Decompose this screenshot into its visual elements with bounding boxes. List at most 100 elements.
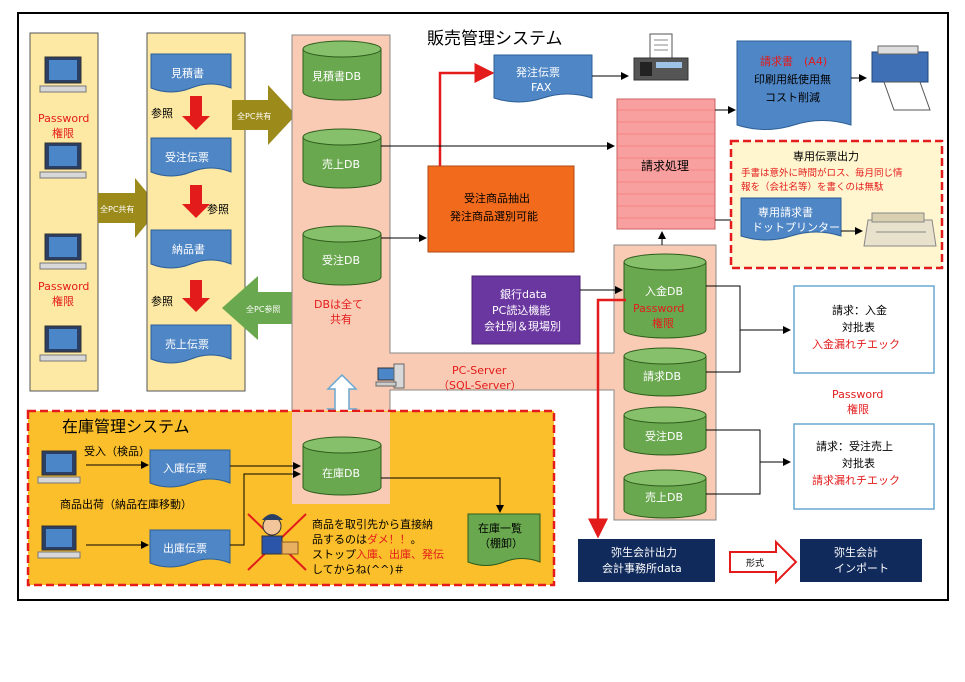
server-icon <box>375 363 405 389</box>
yayoi-in-line-1: 弥生会計 <box>834 545 878 559</box>
doc-juchu: 受注伝票 <box>150 137 232 177</box>
db-nyukin: 入金DB Password 権限 <box>623 253 707 339</box>
printer-icon <box>871 45 931 111</box>
dedicated-note-1: 手書は意外に時間がロス、毎月同じ情 <box>741 167 903 179</box>
doc-shukko: 出庫伝票 <box>149 529 231 568</box>
doc-nohin: 納品書 <box>150 229 232 269</box>
client-kengen-1: 権限 <box>52 126 74 140</box>
connector-line <box>706 330 741 373</box>
svg-text:売上DB: 売上DB <box>322 158 360 171</box>
right-kengen: 権限 <box>847 402 869 416</box>
svg-text:売上伝票: 売上伝票 <box>165 338 209 351</box>
note-line-2: 品するのはダメ！！。 <box>312 532 422 546</box>
system-title: 販売管理システム <box>427 29 563 49</box>
inventory-title: 在庫管理システム <box>62 417 190 436</box>
db-seikyu: 請求DB <box>623 347 707 397</box>
db-uriage: 売上DB <box>302 128 382 189</box>
check2-line-1: 請求：受注売上 <box>816 439 893 453</box>
check2-line-3: 請求漏れチエック <box>812 473 900 487</box>
yayoi-out-line-1: 弥生会計出力 <box>611 545 677 559</box>
connector-line <box>381 477 504 513</box>
red-down-arrow <box>182 280 210 312</box>
share-arrow-1 <box>98 178 160 238</box>
client-password-1: Password <box>38 112 89 125</box>
computer-icon <box>39 233 87 270</box>
note-line-1: 商品を取引先から直接納 <box>312 517 433 531</box>
ref-label-3: 参照 <box>151 294 173 308</box>
check1-line-3: 入金漏れチエック <box>812 337 900 351</box>
computer-icon <box>39 325 87 362</box>
doc-inventory-list: 在庫一覧 （棚卸） <box>467 513 541 566</box>
receive-label: 受入（検品） <box>84 444 150 458</box>
db-uriage-2: 売上DB <box>623 469 707 519</box>
svg-text:入庫伝票: 入庫伝票 <box>163 461 207 475</box>
red-flow-line <box>588 298 626 539</box>
svg-text:受注DB: 受注DB <box>645 429 683 443</box>
bank-line-1: 銀行data <box>500 287 547 301</box>
outer-frame <box>17 12 949 601</box>
bank-data-box <box>471 275 581 345</box>
doc-order-fax: 発注伝票 FAX <box>493 54 593 103</box>
extract-box <box>427 165 575 253</box>
svg-text:請求書 (A4): 請求書 (A4) <box>760 54 827 68</box>
format-label: 形式 <box>746 557 764 569</box>
connector-line <box>230 470 301 546</box>
doc-mitsumori: 見積書 <box>150 53 232 93</box>
svg-text:見積書DB: 見積書DB <box>312 69 361 83</box>
note-line-3: ストップ入庫、出庫、発伝 <box>312 547 444 561</box>
computer-icon <box>39 56 87 93</box>
yayoi-out-line-2: 会計事務所data <box>602 561 682 575</box>
svg-text:専用請求書: 専用請求書 <box>758 205 813 219</box>
svg-text:ドットプリンター: ドットプリンター <box>752 221 840 234</box>
svg-text:請求DB: 請求DB <box>643 369 681 383</box>
red-flow-line <box>438 63 495 166</box>
svg-text:見積書: 見積書 <box>171 66 204 80</box>
dedicated-title: 専用伝票出力 <box>793 149 859 163</box>
connector-line <box>706 429 791 466</box>
svg-text:FAX: FAX <box>531 81 552 94</box>
share-label-2: 全PC共有 <box>237 111 271 121</box>
svg-text:発注伝票: 発注伝票 <box>516 65 560 79</box>
db-zaiko: 在庫DB <box>302 436 382 496</box>
svg-text:受注DB: 受注DB <box>322 253 360 267</box>
dot-printer-icon <box>863 212 937 247</box>
svg-text:受注伝票: 受注伝票 <box>165 150 209 164</box>
check-box-billing <box>793 423 935 510</box>
note-line-4: してからね(^^)＃ <box>312 563 405 576</box>
client-password-2: Password <box>38 280 89 293</box>
ref-label-2: 参照 <box>207 202 229 216</box>
connector-line <box>706 285 791 334</box>
fax-machine-icon <box>633 33 689 81</box>
check2-line-2: 対批表 <box>842 456 875 470</box>
server-label-1: PC-Server <box>452 364 507 377</box>
doc-uriage: 売上伝票 <box>150 324 232 364</box>
doc-nyuko: 入庫伝票 <box>149 449 231 488</box>
yayoi-import-box <box>800 539 922 582</box>
red-down-arrow <box>182 96 210 130</box>
ref-label-1: 参照 <box>151 106 173 120</box>
ref-arrow-label: 全PC参照 <box>246 304 280 314</box>
computer-icon <box>39 142 87 179</box>
format-arrow <box>729 539 798 585</box>
dedicated-note-2: 報を（会社名等）を書くのは無駄 <box>741 181 884 193</box>
computer-icon <box>37 525 81 559</box>
extract-line-1: 受注商品抽出 <box>464 191 530 205</box>
svg-text:在庫一覧: 在庫一覧 <box>478 521 522 535</box>
db-shared-2: 共有 <box>330 312 352 326</box>
nyukin-kengen: 権限 <box>652 316 674 330</box>
share-arrow-2 <box>232 85 296 145</box>
invoice-process-box <box>616 98 716 230</box>
svg-text:印刷用紙使用無: 印刷用紙使用無 <box>754 72 831 86</box>
worker-icon <box>247 513 307 571</box>
ref-arrow <box>222 276 296 340</box>
svg-text:（棚卸）: （棚卸） <box>479 536 523 550</box>
yayoi-output-box <box>578 539 715 582</box>
svg-text:売上DB: 売上DB <box>645 491 683 504</box>
right-password: Password <box>832 388 883 401</box>
nyukin-password: Password <box>633 302 684 315</box>
bank-line-2: PC読込機能 <box>492 303 550 317</box>
svg-text:納品書: 納品書 <box>172 242 205 256</box>
share-label-1: 全PC共有 <box>100 204 134 214</box>
connector-line <box>706 462 761 495</box>
